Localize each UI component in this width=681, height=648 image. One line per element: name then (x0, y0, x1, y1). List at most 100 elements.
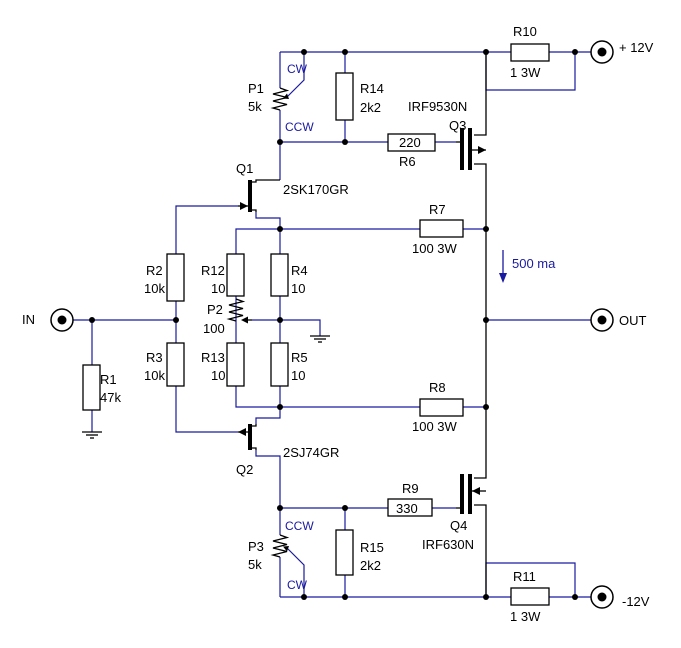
label-p2: P2 (207, 302, 223, 317)
label-r10: R10 (513, 24, 537, 39)
label-out: OUT (619, 313, 647, 328)
label-r7-value: 100 3W (412, 241, 458, 256)
label-q2-part: 2SJ74GR (283, 445, 339, 460)
label-r5-value: 10 (291, 368, 305, 383)
q3-body-arrow (478, 146, 486, 154)
resistor-r6 (387, 133, 436, 152)
q4-source-lead (474, 504, 487, 597)
label-r15-value: 2k2 (360, 558, 381, 573)
label-q4: Q4 (450, 518, 467, 533)
resistor-r4 (270, 253, 289, 297)
label-vneg: -12V (622, 594, 650, 609)
label-q4-part: IRF630N (422, 537, 474, 552)
wire-q1-source (255, 212, 281, 254)
wire-r8-left (235, 386, 420, 408)
junctions (89, 49, 578, 600)
connector-out (590, 308, 614, 332)
q4-body-arrow (472, 487, 480, 495)
potentiometer-p2 (226, 298, 246, 322)
label-p3: P3 (248, 539, 264, 554)
label-r5: R5 (291, 350, 308, 365)
label-q1-part: 2SK170GR (283, 182, 349, 197)
resistor-r5 (270, 342, 289, 387)
potentiometer-p1 (270, 87, 290, 111)
resistor-r10 (510, 43, 550, 62)
label-r9-value: 330 (396, 501, 418, 516)
potentiometers (226, 87, 290, 558)
label-r9: R9 (402, 481, 419, 496)
label-p3-value: 5k (248, 557, 262, 572)
p1-wiper-arrow (283, 93, 289, 99)
current-indicator: 500 ma (499, 250, 556, 283)
resistor-r12 (226, 253, 245, 297)
label-r13: R13 (201, 350, 225, 365)
wire-r7-left (235, 228, 420, 254)
label-q3: Q3 (449, 118, 466, 133)
wire-r3-to-q2 (175, 386, 238, 433)
label-r12: R12 (201, 263, 225, 278)
q3-source-lead (474, 52, 487, 136)
wire-r2-to-q1 (175, 205, 238, 254)
ground-r1 (82, 431, 102, 439)
label-q1: Q1 (236, 161, 253, 176)
resistor-r1 (82, 364, 101, 411)
label-r3-value: 10k (144, 368, 165, 383)
connector-in (50, 308, 74, 332)
label-r12-value: 10 (211, 281, 225, 296)
q1-source-lead (250, 209, 257, 212)
connector-vpos (590, 40, 614, 64)
label-r15: R15 (360, 540, 384, 555)
p2-wiper-arrow (241, 316, 248, 324)
q2-gate-arrow (238, 428, 246, 436)
wire-p3-cw-link (286, 547, 305, 597)
q2-source-lead-inner (250, 424, 257, 427)
label-r1-value: 47k (100, 390, 121, 405)
label-p1-cw: CW (287, 62, 308, 76)
resistor-r14 (335, 72, 354, 121)
resistor-r7 (419, 219, 464, 238)
wire-q2-drain (255, 450, 281, 535)
resistor-r15 (335, 529, 354, 576)
label-r8-value: 100 3W (412, 419, 458, 434)
wire-q2-source (255, 386, 281, 424)
jfet-q2 (238, 424, 257, 450)
label-p1: P1 (248, 81, 264, 96)
label-r3: R3 (146, 350, 163, 365)
connector-vneg (590, 585, 614, 609)
resistor-r3 (166, 342, 185, 387)
current-arrow-head (499, 273, 507, 283)
label-r6: R6 (399, 154, 416, 169)
label-p1-ccw: CCW (285, 120, 314, 134)
wire-p2-ground (252, 319, 321, 336)
label-r4-value: 10 (291, 281, 305, 296)
label-r14-value: 2k2 (360, 100, 381, 115)
output-stage-lines (474, 52, 487, 597)
p3-wiper-arrow (283, 546, 289, 552)
label-r11: R11 (513, 569, 536, 584)
label-r7: R7 (429, 202, 446, 217)
q1-drain-lead (250, 179, 280, 183)
resistor-r11 (510, 587, 550, 606)
wire-p1-cw-link (286, 52, 305, 98)
resistor-r2 (166, 253, 185, 302)
label-r2-value: 10k (144, 281, 165, 296)
mosfet-q3 (456, 128, 486, 170)
label-in: IN (22, 312, 35, 327)
label-q3-part: IRF9530N (408, 99, 467, 114)
label-p3-ccw: CCW (285, 519, 314, 533)
label-r10-value: 1 3W (510, 65, 541, 80)
label-r8: R8 (429, 380, 446, 395)
label-r1: R1 (100, 372, 117, 387)
label-p1-value: 5k (248, 99, 262, 114)
label-p3-cw: CW (287, 578, 308, 592)
label-r2: R2 (146, 263, 163, 278)
q2-drain-lead-inner (250, 447, 257, 450)
resistors (82, 43, 550, 606)
label-r11-value: 1 3W (510, 609, 541, 624)
mosfet-q4 (456, 474, 486, 514)
jfet-q1 (238, 179, 280, 212)
resistor-r13 (226, 342, 245, 387)
label-r13-value: 10 (211, 368, 225, 383)
q1-gate-arrow (240, 202, 248, 210)
